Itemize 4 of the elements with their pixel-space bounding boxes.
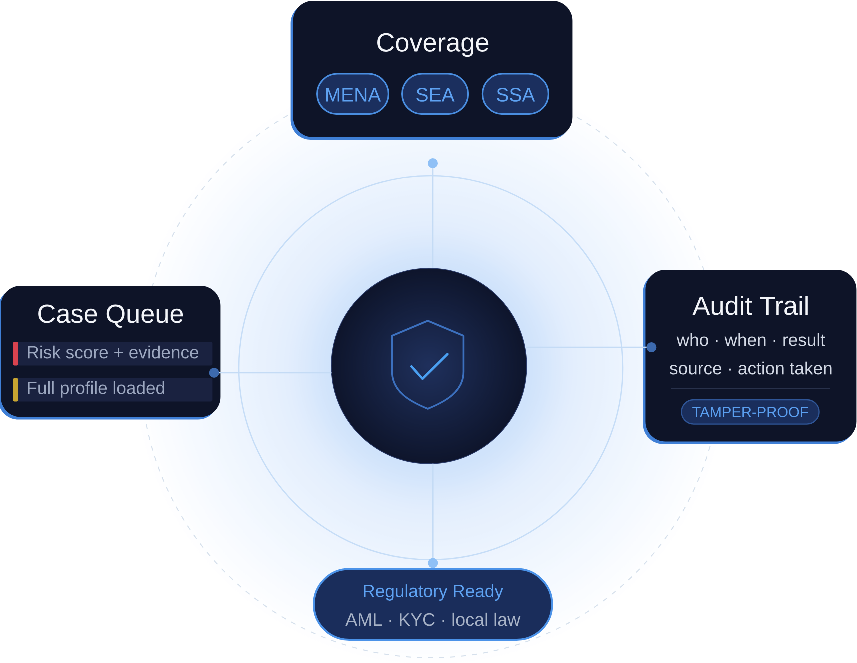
card-title: Coverage (378, 33, 489, 58)
card-title: Audit Trail (692, 296, 808, 316)
card-title: Case Queue (38, 304, 184, 328)
badge: TAMPER-PROOF (681, 399, 820, 425)
